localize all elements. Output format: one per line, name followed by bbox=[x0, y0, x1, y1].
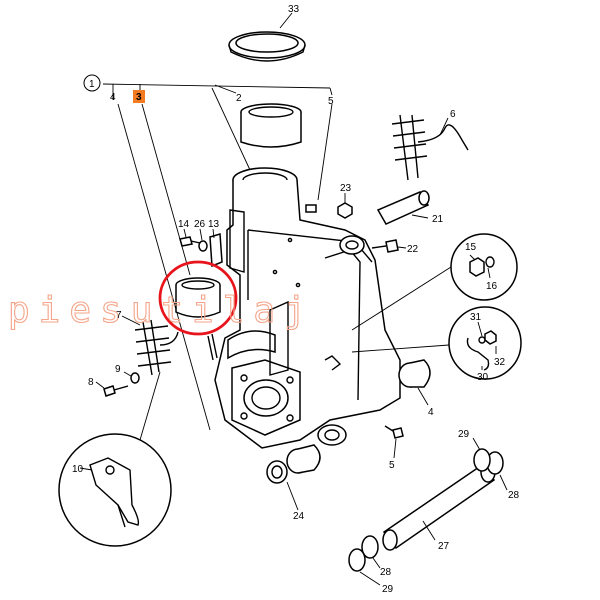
bushing-24[interactable] bbox=[266, 444, 321, 484]
clip-strip-7[interactable] bbox=[134, 319, 218, 376]
callout-21: 21 bbox=[432, 214, 444, 225]
seal-ring-33[interactable] bbox=[228, 31, 306, 62]
detail-view-clip-30[interactable] bbox=[448, 306, 522, 380]
callout-22: 22 bbox=[407, 244, 419, 255]
callout-29-lower: 29 bbox=[382, 584, 394, 595]
highlight-circle bbox=[158, 260, 238, 336]
nut-23[interactable] bbox=[337, 202, 353, 219]
washer-9[interactable] bbox=[130, 372, 140, 384]
callout-33: 33 bbox=[288, 4, 300, 15]
clip-strip-6[interactable] bbox=[391, 114, 469, 181]
callout-14: 14 bbox=[178, 219, 190, 230]
callout-4-right: 4 bbox=[428, 407, 434, 418]
callout-28-upper: 28 bbox=[508, 490, 520, 501]
ring-28-lower[interactable] bbox=[361, 535, 379, 559]
callout-13: 13 bbox=[208, 219, 220, 230]
watermark-text: piesutilaj bbox=[8, 290, 315, 331]
callout-27: 27 bbox=[438, 541, 450, 552]
screw-5-lower[interactable] bbox=[384, 425, 404, 439]
callout-15: 15 bbox=[465, 242, 477, 253]
callout-16: 16 bbox=[486, 281, 498, 292]
callout-3-highlight bbox=[133, 90, 145, 103]
callout-1: 1 bbox=[89, 79, 95, 90]
washer-26[interactable] bbox=[198, 240, 208, 252]
callout-30: 30 bbox=[477, 372, 489, 383]
callout-6: 6 bbox=[450, 109, 456, 120]
callout-28-lower: 28 bbox=[380, 567, 392, 578]
plate-13[interactable] bbox=[209, 233, 223, 268]
detail-view-clip-10[interactable] bbox=[58, 433, 172, 547]
shaft-27[interactable] bbox=[382, 461, 496, 551]
callout-29-upper: 29 bbox=[458, 429, 470, 440]
bushing-3[interactable] bbox=[175, 277, 221, 318]
callout-7: 7 bbox=[116, 310, 122, 321]
callout-9: 9 bbox=[115, 364, 121, 375]
callout-5-lower: 5 bbox=[389, 460, 395, 471]
callout-3: 3 bbox=[136, 92, 142, 103]
callout-32: 32 bbox=[494, 357, 506, 368]
callout-2: 2 bbox=[236, 93, 242, 104]
ring-29-lower[interactable] bbox=[348, 548, 366, 572]
pin-21[interactable] bbox=[376, 190, 430, 225]
callout-5-top: 5 bbox=[328, 96, 334, 107]
callout-8: 8 bbox=[88, 377, 94, 388]
callout-4-top: 4 bbox=[110, 92, 116, 103]
bushing-2[interactable] bbox=[240, 103, 302, 148]
steering-housing[interactable] bbox=[214, 167, 401, 449]
bolt-22[interactable] bbox=[371, 239, 399, 253]
callout-24: 24 bbox=[293, 511, 305, 522]
callout-31: 31 bbox=[470, 312, 482, 323]
screw-5-upper[interactable] bbox=[305, 204, 317, 213]
bolt-14[interactable] bbox=[179, 236, 201, 247]
bushing-4-right[interactable] bbox=[398, 359, 431, 388]
bolt-8[interactable] bbox=[103, 385, 129, 397]
callout-23: 23 bbox=[340, 183, 352, 194]
callout-26: 26 bbox=[194, 219, 206, 230]
callout-1-circle bbox=[83, 74, 101, 92]
detail-view-bolt-15[interactable] bbox=[450, 233, 518, 301]
callout-10: 10 bbox=[72, 464, 84, 475]
ring-29-upper[interactable] bbox=[473, 448, 491, 472]
